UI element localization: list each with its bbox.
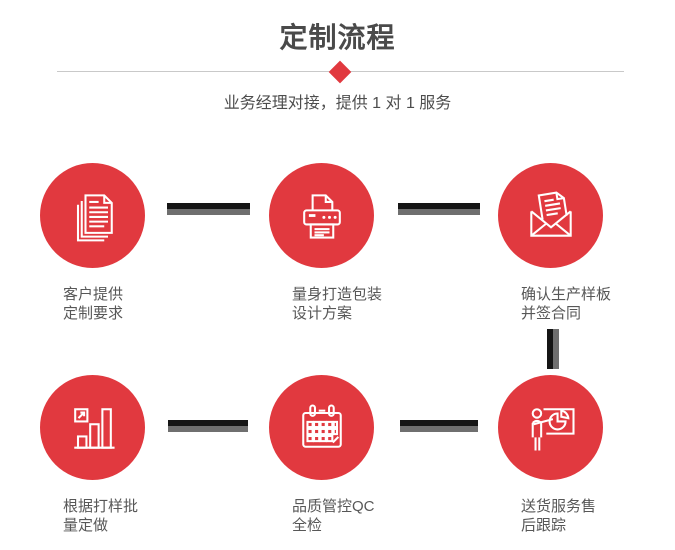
- page-title: 定制流程: [279, 22, 396, 53]
- process-step-6: 送货服务售 后跟踪: [498, 375, 648, 534]
- step-label-line1: 客户提供: [63, 286, 124, 303]
- process-step-4: 根据打样批 量定做: [40, 375, 190, 534]
- process-step-1: 客户提供 定制要求: [40, 163, 190, 322]
- step-label: 送货服务售 后跟踪: [521, 497, 596, 535]
- step-label: 量身打造包装 设计方案: [292, 285, 382, 323]
- connector-step4-step5: [168, 420, 248, 432]
- step-label-line1: 送货服务售: [521, 498, 597, 515]
- step-circle: [269, 163, 374, 268]
- bar-chart-icon: [63, 398, 123, 458]
- connector-step1-step2: [167, 203, 250, 215]
- step-label: 根据打样批 量定做: [63, 497, 138, 535]
- step-label-line2: 量定做: [63, 517, 109, 534]
- step-label: 客户提供 定制要求: [63, 285, 123, 323]
- printer-icon: [292, 186, 352, 246]
- envelope-icon: [521, 186, 581, 246]
- step-circle: [498, 163, 603, 268]
- step-label-line1: 品质管控QC: [292, 498, 375, 515]
- calendar-icon: [292, 398, 352, 458]
- step-label-line1: 确认生产样板: [521, 286, 612, 303]
- connector-step5-step6: [400, 420, 478, 432]
- process-step-2: 量身打造包装 设计方案: [269, 163, 419, 322]
- step-label-line2: 并签合同: [521, 305, 582, 322]
- connector-step2-step3: [398, 203, 480, 215]
- step-label-line1: 根据打样批: [63, 498, 139, 515]
- process-step-3: 确认生产样板 并签合同: [498, 163, 648, 322]
- step-label: 确认生产样板 并签合同: [521, 285, 611, 323]
- documents-icon: [63, 186, 123, 246]
- step-label-line1: 量身打造包装: [292, 286, 383, 303]
- step-label-line2: 设计方案: [292, 305, 353, 322]
- page-subtitle: 业务经理对接，提供 1 对 1 服务: [223, 95, 452, 112]
- step-circle: [269, 375, 374, 480]
- process-step-5: 品质管控QC 全检: [269, 375, 419, 534]
- step-circle: [40, 163, 145, 268]
- step-label-line2: 后跟踪: [521, 517, 567, 534]
- presentation-icon: [521, 398, 581, 458]
- step-circle: [40, 375, 145, 480]
- step-label: 品质管控QC 全检: [292, 497, 375, 535]
- step-circle: [498, 375, 603, 480]
- step-label-line2: 定制要求: [63, 305, 124, 322]
- step-label-line2: 全检: [292, 517, 323, 534]
- diamond-accent: [328, 60, 352, 84]
- connector-step3-step6: [547, 329, 559, 369]
